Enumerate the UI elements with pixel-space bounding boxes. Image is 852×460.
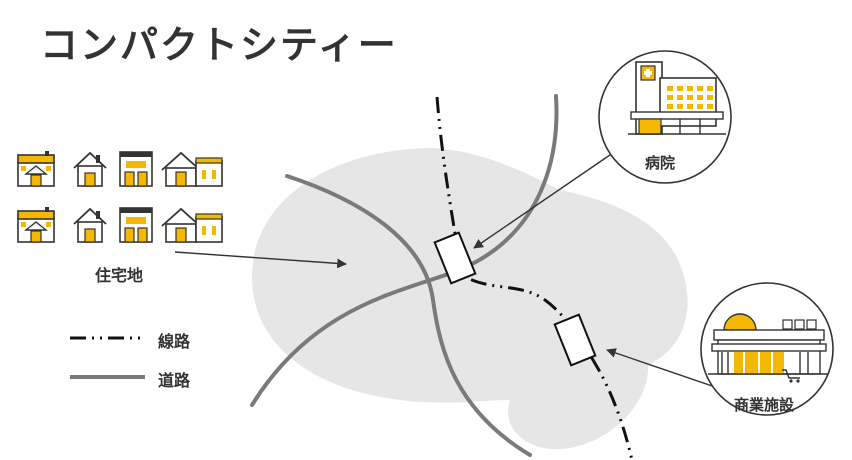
station-icon: [433, 231, 477, 285]
house-icon: [119, 151, 153, 187]
commercial-label: 商業施設: [734, 396, 795, 414]
railway: [435, 96, 634, 460]
house-icon: [73, 208, 107, 243]
commercial-callout: [700, 282, 834, 416]
house-icon: [17, 150, 55, 187]
arrows: [174, 143, 719, 389]
legend-railway-label: 線路: [158, 332, 191, 351]
shopping-mall-icon: [708, 313, 828, 383]
residential-houses: [17, 150, 223, 243]
hospital-icon: [628, 61, 726, 135]
arrow-hospital: [473, 143, 627, 249]
railway-line: [435, 96, 634, 460]
house-icon: [119, 207, 153, 243]
residential-label: 住宅地: [95, 266, 144, 285]
house-icon: [161, 208, 223, 243]
hospital-label: 病院: [645, 154, 676, 172]
house-icon: [161, 152, 223, 187]
hospital-callout: [598, 50, 732, 184]
arrow-commercial: [606, 348, 719, 389]
road-1: [285, 174, 532, 457]
urban-area: [251, 148, 688, 450]
page-title: コンパクトシティー: [40, 23, 398, 67]
station-icon: [553, 313, 597, 367]
house-icon: [73, 152, 107, 187]
house-icon: [17, 206, 55, 243]
legend-road-label: 道路: [158, 371, 191, 390]
arrow-residential: [174, 251, 347, 269]
legend: [70, 336, 145, 379]
